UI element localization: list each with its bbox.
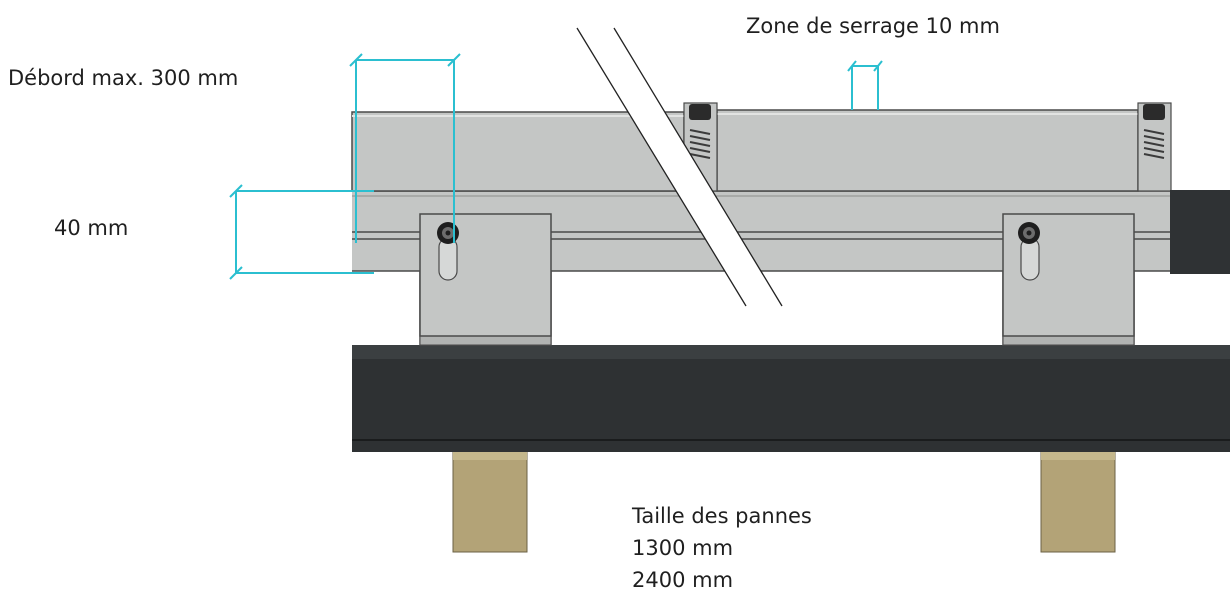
- clamp-zone-label: Zone de serrage 10 mm: [746, 14, 1000, 38]
- overhang-dimension: [349, 53, 461, 243]
- purlin-right: [1040, 451, 1116, 553]
- purlin-left: [452, 451, 528, 553]
- support-beam: [352, 345, 1230, 452]
- end-cap: [1170, 190, 1230, 274]
- clamp-zone-dimension: [847, 60, 883, 110]
- purlin-size-2: 2400 mm: [632, 568, 734, 592]
- break-lines: [576, 27, 783, 307]
- panel-middle: [716, 109, 1139, 192]
- clamp-end: [1137, 102, 1172, 192]
- purlin-size-label: Taille des pannes 1300 mm 2400 mm: [632, 500, 812, 596]
- height-dimension: [229, 184, 374, 280]
- purlin-title: Taille des pannes: [632, 504, 812, 528]
- bolt-left: [437, 222, 459, 244]
- purlin-size-1: 1300 mm: [632, 536, 734, 560]
- panel-left: [351, 111, 685, 192]
- overhang-label: Débord max. 300 mm: [8, 66, 239, 90]
- profile-height-label: 40 mm: [54, 216, 129, 240]
- bolt-right: [1018, 222, 1040, 244]
